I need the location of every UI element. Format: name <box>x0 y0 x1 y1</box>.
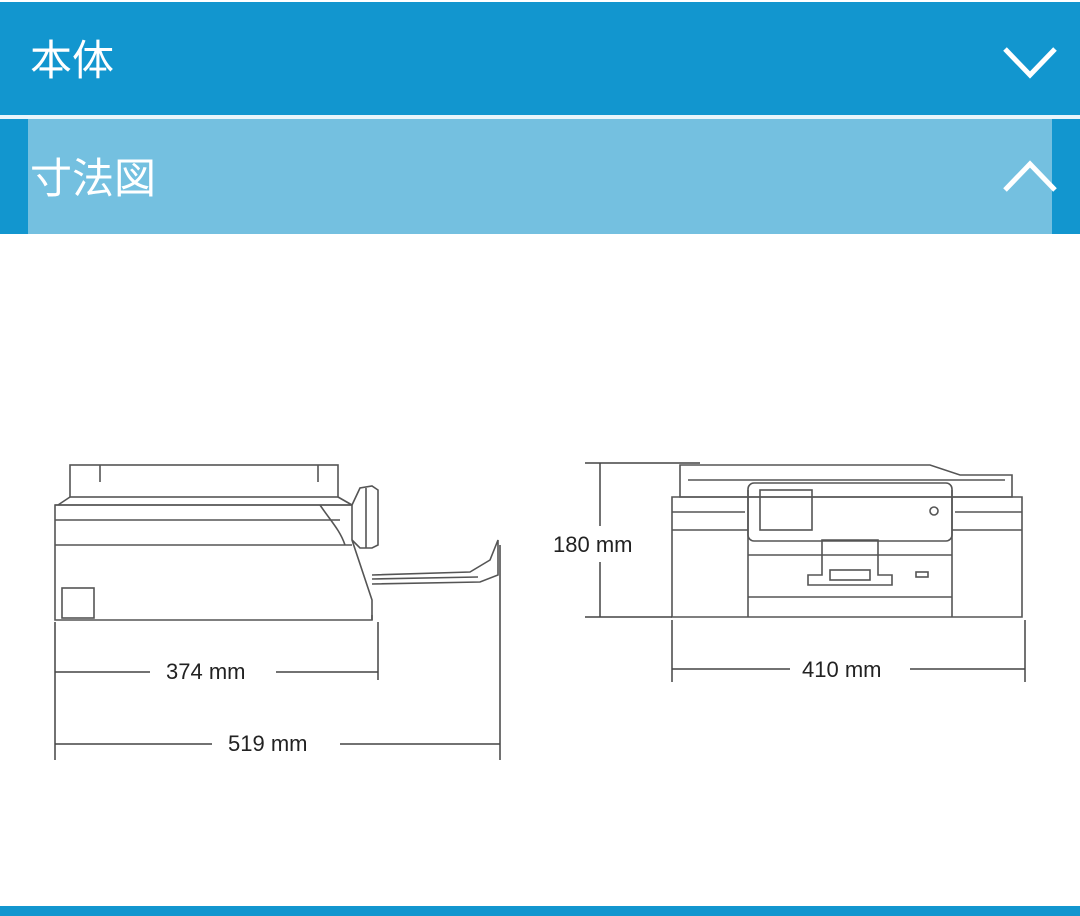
accordion-header-dimensions-background <box>28 119 1052 234</box>
dimension-label-height: 180 mm <box>553 532 632 557</box>
accordion-header-main[interactable]: 本体 <box>0 2 1080 115</box>
chevron-up-icon[interactable] <box>1002 159 1058 195</box>
front-dimension-lines <box>585 462 1026 682</box>
dimension-drawing: 374 mm 519 mm <box>54 462 1026 760</box>
header-separator <box>0 115 1080 119</box>
dimension-label-depth: 374 mm <box>166 659 245 684</box>
accordion-title-main: 本体 <box>30 36 115 85</box>
accordion-title-dimensions: 寸法図 <box>30 154 157 203</box>
printer-side-view <box>54 464 499 621</box>
side-dimension-lines <box>54 545 501 760</box>
accordion-header-dimensions[interactable] <box>0 119 1080 234</box>
dimension-label-width: 410 mm <box>802 657 881 682</box>
dimension-label-depth-extended: 519 mm <box>228 731 307 756</box>
footer-bar <box>0 906 1080 916</box>
chevron-down-icon[interactable] <box>1002 44 1058 80</box>
printer-front-view <box>671 464 1023 618</box>
